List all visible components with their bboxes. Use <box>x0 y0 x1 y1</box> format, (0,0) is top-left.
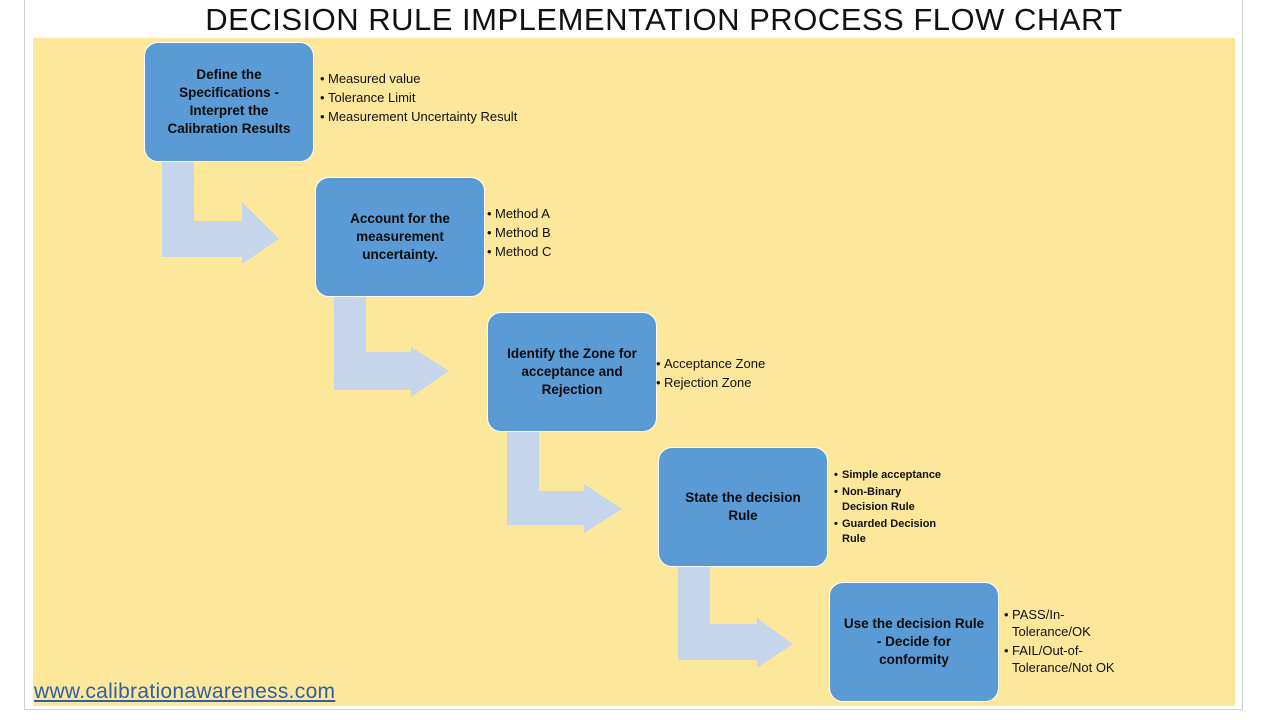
bullet-item: PASS/In- Tolerance/OK <box>1004 606 1115 640</box>
bullet-item: Acceptance Zone <box>656 354 765 373</box>
bullet-item: Non-Binary Decision Rule <box>834 485 941 515</box>
bullet-item: Measured value <box>320 69 517 88</box>
step-4-box: State the decision Rule <box>658 447 828 567</box>
diagram-canvas: Define the Specifications - Interpret th… <box>33 38 1235 706</box>
bullet-item: Guarded Decision Rule <box>834 517 941 547</box>
page-title: DECISION RULE IMPLEMENTATION PROCESS FLO… <box>205 2 1123 37</box>
step-1-bullets: Measured value Tolerance Limit Measureme… <box>320 69 517 126</box>
step-1-box: Define the Specifications - Interpret th… <box>144 42 314 162</box>
slide-frame <box>24 0 1243 710</box>
step-5-label: Use the decision Rule - Decide for confo… <box>843 616 985 667</box>
connector-arrow-4 <box>678 567 793 668</box>
step-5-box: Use the decision Rule - Decide for confo… <box>829 582 999 702</box>
connector-arrow-3 <box>507 432 622 533</box>
step-3-box: Identify the Zone for acceptance and Rej… <box>487 312 657 432</box>
bullet-item: Measurement Uncertainty Result <box>320 107 517 126</box>
step-2-box: Account for the measurement uncertainty. <box>315 177 485 297</box>
step-3-label: Identify the Zone for acceptance and Rej… <box>507 346 637 397</box>
connector-arrow-1 <box>162 162 279 264</box>
bullet-item: FAIL/Out-of- Tolerance/Not OK <box>1004 642 1115 676</box>
bullet-item: Simple acceptance <box>834 468 941 483</box>
bullet-item: Method C <box>487 242 551 261</box>
step-4-bullets: Simple acceptance Non-Binary Decision Ru… <box>834 468 941 549</box>
step-4-label: State the decision Rule <box>685 490 801 523</box>
bullet-item: Rejection Zone <box>656 373 765 392</box>
website-link[interactable]: www.calibrationawareness.com <box>34 680 336 703</box>
step-2-bullets: Method A Method B Method C <box>487 204 551 261</box>
step-3-bullets: Acceptance Zone Rejection Zone <box>656 354 765 392</box>
step-5-bullets: PASS/In- Tolerance/OK FAIL/Out-of- Toler… <box>1004 606 1115 676</box>
bullet-item: Tolerance Limit <box>320 88 517 107</box>
bullet-item: Method B <box>487 223 551 242</box>
step-1-label: Define the Specifications - Interpret th… <box>167 67 291 136</box>
step-2-label: Account for the measurement uncertainty. <box>350 211 450 262</box>
connector-arrow-2 <box>334 297 449 397</box>
bullet-item: Method A <box>487 204 551 223</box>
